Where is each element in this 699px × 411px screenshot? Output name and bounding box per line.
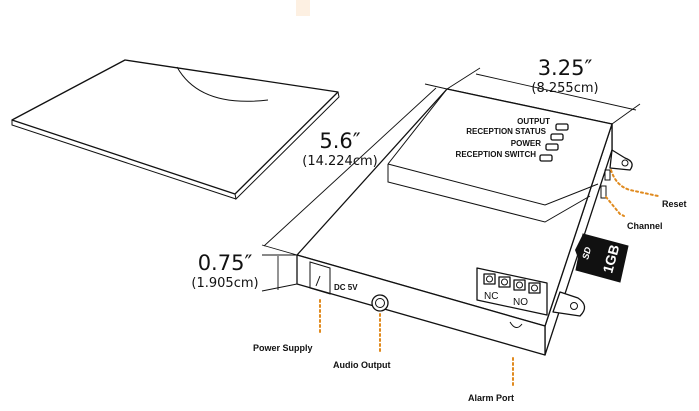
sd-card-capacity: 1GB [599,243,622,275]
dc-5v-label: DC 5V [334,283,358,292]
panel-label-reception-status: RECEPTION STATUS [466,127,546,136]
reset-callout: Reset [662,199,687,209]
height-dimension: 0.75″ [198,251,253,275]
audio-jack-icon [371,294,389,312]
top-artifact [296,0,310,16]
sd-card-brand: SD [580,245,593,260]
channel-leader [605,196,625,217]
led-indicators [539,123,569,162]
mount-hole-icon [621,159,629,167]
width-dimension-cm: (8.255cm) [531,81,598,96]
reset-button-icon [604,169,611,181]
sd-card: SD 1GB [575,233,629,283]
height-dimension-cm: (1.905cm) [191,276,258,291]
alarm-port-callout: Alarm Port [468,393,514,403]
length-dimension: 5.6″ [319,129,360,153]
reset-leader [610,169,659,197]
channel-callout: Channel [627,221,663,231]
terminal-no-label: NO [513,297,528,308]
panel-label-reception-switch: RECEPTION SWITCH [456,150,537,159]
width-dimension: 3.25″ [538,56,593,80]
device-body [296,88,633,356]
length-dimension-cm: (14.224cm) [302,154,377,169]
channel-button-icon [600,185,607,199]
power-supply-callout: Power Supply [253,343,313,353]
terminal-block [476,267,548,316]
mount-hole-icon [570,302,578,310]
dimension-lines [261,67,641,292]
panel-label-output: OUTPUT [517,117,550,126]
power-jack [309,261,331,295]
lid [11,59,340,201]
panel-label-power: POWER [511,139,541,148]
audio-output-callout: Audio Output [333,360,390,370]
terminal-nc-label: NC [484,291,498,302]
